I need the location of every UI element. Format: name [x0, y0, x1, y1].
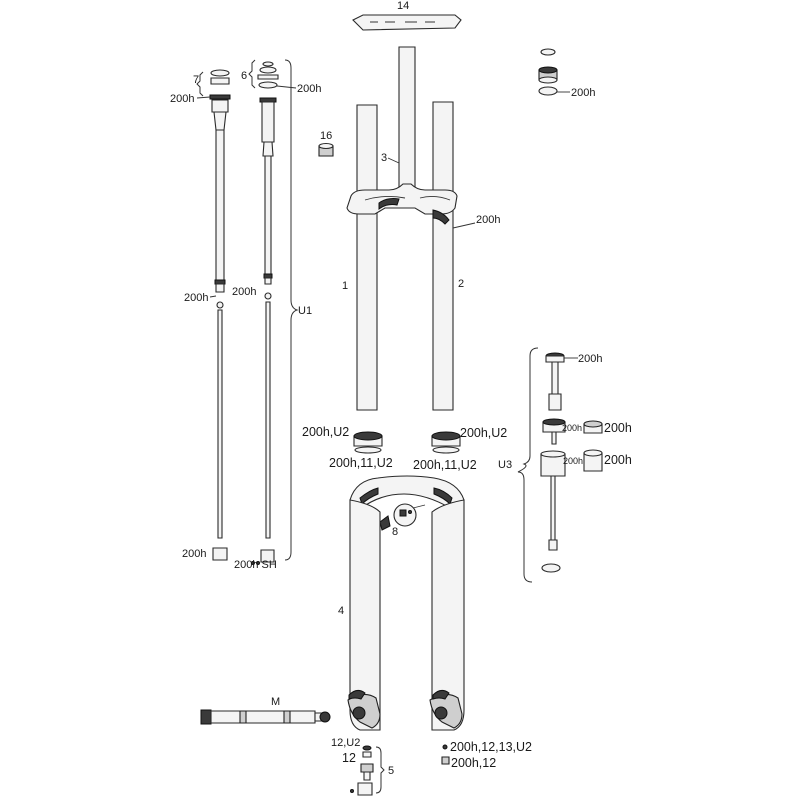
label-200h-mid-left: 200h	[184, 292, 208, 304]
top-right-ring-stack[interactable]	[538, 48, 570, 96]
label-16: 16	[320, 130, 332, 142]
label-seal-right: 200h,U2	[460, 426, 507, 440]
left-damper-cartridge[interactable]	[209, 69, 231, 561]
label-foam-left: 200h,11,U2	[329, 456, 393, 470]
label-bolt-left-b: 12	[342, 751, 356, 765]
label-200h-u3-b: 200h	[604, 421, 632, 435]
label-200h-u3-a: 200h	[562, 423, 582, 433]
label-m: M	[271, 696, 280, 708]
label-axle-bolt-right: 200h,12,13,U2	[450, 740, 532, 754]
part-14-top-cap[interactable]	[352, 14, 462, 31]
part-5-bolt-set[interactable]	[350, 745, 374, 796]
label-5: 5	[388, 765, 394, 777]
label-200h-u3-c: 200h	[563, 456, 583, 466]
label-200h-bottom-left: 200h	[182, 548, 206, 560]
crown-steerer-assembly[interactable]	[346, 46, 458, 411]
label-14: 14	[397, 0, 409, 12]
label-7: 7	[193, 74, 199, 86]
u3-air-spring-assembly[interactable]	[540, 352, 603, 573]
label-foam-right: 200h,11,U2	[413, 458, 477, 472]
label-u1: U1	[298, 305, 312, 317]
label-6: 6	[241, 70, 247, 82]
label-200h-top-right: 200h	[571, 87, 595, 99]
label-bolt-right: 200h,12	[451, 756, 496, 770]
label-4: 4	[338, 605, 344, 617]
label-8: 8	[392, 526, 398, 538]
bracket-7	[196, 71, 204, 97]
label-bolt-left-a: 12,U2	[331, 737, 360, 749]
seal-right[interactable]	[431, 431, 461, 454]
label-1: 1	[342, 280, 348, 292]
axle-m[interactable]	[200, 709, 331, 725]
bracket-u1	[284, 59, 299, 561]
bracket-u3	[517, 347, 539, 583]
label-u3: U3	[498, 459, 512, 471]
label-200h-6: 200h	[297, 83, 321, 95]
right-dropout-bolts[interactable]	[441, 744, 450, 765]
lower-legs-assembly[interactable]	[347, 475, 465, 731]
label-200h-7: 200h	[170, 93, 194, 105]
label-200h-sh: 200h SH	[234, 559, 277, 571]
seal-left[interactable]	[353, 431, 383, 454]
label-3: 3	[381, 152, 387, 164]
label-200h-mid-right: 200h	[232, 286, 256, 298]
part-16-clip[interactable]	[318, 142, 334, 157]
right-damper-cartridge[interactable]	[251, 61, 279, 565]
label-200h-u3-top: 200h	[578, 353, 602, 365]
bracket-5	[375, 746, 385, 794]
label-200h-u3-d: 200h	[604, 453, 632, 467]
label-seal-left: 200h,U2	[302, 425, 349, 439]
label-2: 2	[458, 278, 464, 290]
bracket-6	[248, 59, 256, 89]
part-8-valve-detail[interactable]	[393, 503, 426, 527]
label-200h-crown: 200h	[476, 214, 500, 226]
